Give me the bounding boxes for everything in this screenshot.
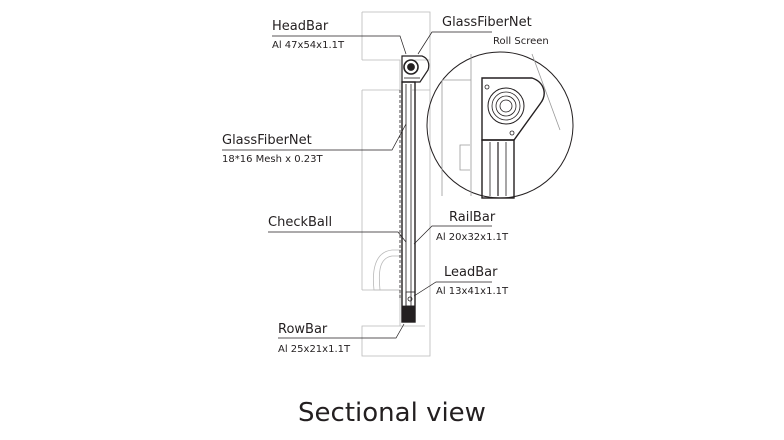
glassfibernet-top-spec: Roll Screen <box>493 36 549 47</box>
leadbar-spec: Al 13x41x1.1T <box>436 286 509 297</box>
rowbar-spec: Al 25x21x1.1T <box>278 344 351 355</box>
detail-zoom <box>426 51 574 199</box>
glassfibernet-side-spec: 18*16 Mesh x 0.23T <box>222 154 323 165</box>
leadbar-box <box>401 291 416 323</box>
glassfibernet-side-label: GlassFiberNet <box>222 133 312 148</box>
railbar-label: RailBar <box>449 210 496 225</box>
headbar-box <box>401 55 430 83</box>
headbar-label: HeadBar <box>272 19 329 34</box>
leadbar-label: LeadBar <box>444 265 498 280</box>
checkball-label: CheckBall <box>268 215 333 230</box>
rowbar-label: RowBar <box>278 322 328 337</box>
rail-body <box>399 81 416 323</box>
wall-frame <box>361 11 431 357</box>
leader-lines <box>222 31 492 339</box>
caption: Sectional view <box>298 398 486 428</box>
railbar-spec: Al 20x32x1.1T <box>436 232 509 243</box>
headbar-spec: Al 47x54x1.1T <box>272 40 345 51</box>
glassfibernet-top-label: GlassFiberNet <box>442 15 532 30</box>
